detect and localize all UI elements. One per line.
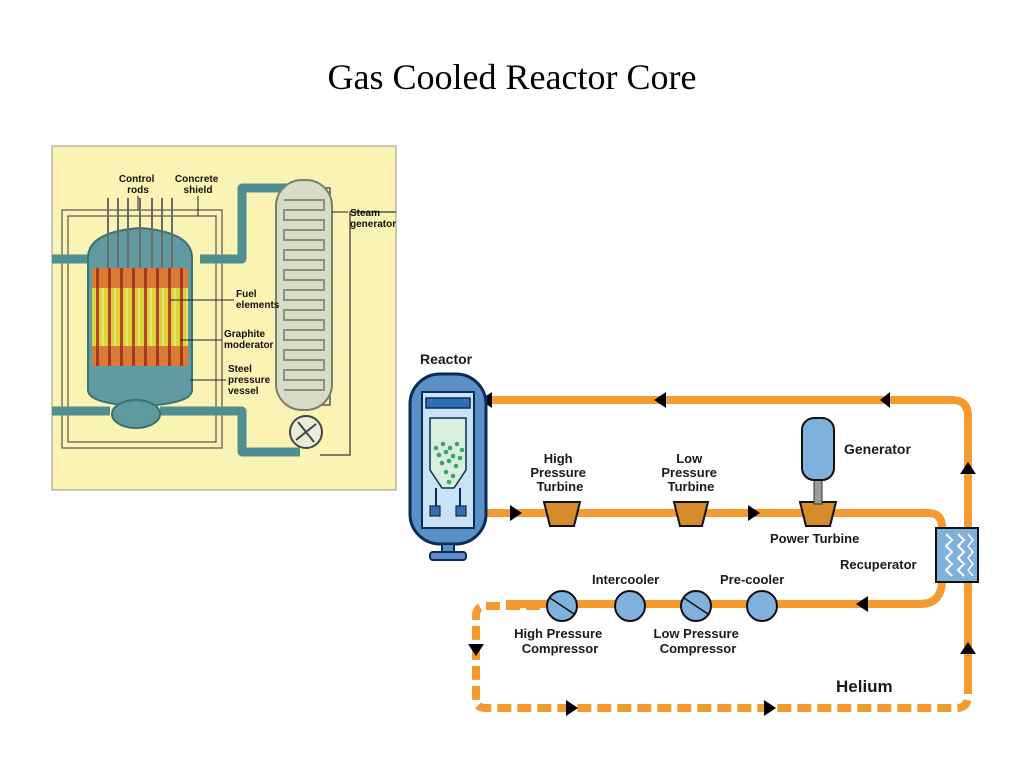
arrow-right-up-lower xyxy=(960,642,976,654)
label-helium: Helium xyxy=(836,677,893,696)
recuperator xyxy=(935,527,979,583)
arrow-lower-left xyxy=(856,596,868,612)
slide-title: Gas Cooled Reactor Core xyxy=(327,57,697,97)
arrow-mid-1 xyxy=(510,505,522,521)
label-intercooler: Intercooler xyxy=(592,572,659,587)
label-precooler: Pre-cooler xyxy=(720,572,784,587)
label-power-turbine: Power Turbine xyxy=(770,531,859,546)
gas-piping xyxy=(52,183,300,457)
cold-return-pipe xyxy=(472,602,972,712)
reactor-vessel xyxy=(408,372,488,561)
core-leader-lines xyxy=(137,196,348,381)
label-lp-turbine: Low Pressure Turbine xyxy=(661,451,720,494)
arrow-mid-2 xyxy=(748,505,760,521)
concrete-shield xyxy=(61,209,223,449)
pressure-vessel xyxy=(87,226,193,429)
label-steam-generator: Steam generator xyxy=(350,208,396,230)
label-control-rods: Control rods xyxy=(119,174,157,196)
pre-cooler xyxy=(746,590,778,622)
steam-generator xyxy=(275,179,333,449)
label-lp-compressor: Low Pressure Compressor xyxy=(654,626,743,656)
arrow-top-right xyxy=(880,392,890,408)
label-graphite-moderator: Graphite moderator xyxy=(224,329,274,351)
high-pressure-turbine xyxy=(542,501,582,527)
low-pressure-compressor xyxy=(680,590,712,622)
arrow-bottom-1 xyxy=(566,700,578,716)
label-steel-pressure-vessel: Steel pressure vessel xyxy=(228,364,273,397)
arrow-right-up-upper xyxy=(960,462,976,474)
power-turbine xyxy=(798,501,838,527)
label-hp-compressor: High Pressure Compressor xyxy=(514,626,606,656)
core-diagram: Control rods Concrete shield Steam gener… xyxy=(51,145,397,491)
label-reactor: Reactor xyxy=(420,351,473,367)
high-pressure-compressor xyxy=(546,590,578,622)
arrow-top-mid xyxy=(654,392,666,408)
label-fuel-elements: Fuel elements xyxy=(236,289,280,311)
label-recuperator: Recuperator xyxy=(840,557,917,572)
arrow-left-down xyxy=(468,644,484,656)
low-pressure-turbine xyxy=(672,501,710,527)
label-hp-turbine: High Pressure Turbine xyxy=(530,451,589,494)
label-generator: Generator xyxy=(844,441,911,457)
helium-cycle: Reactor Generator High Pressure Turbine … xyxy=(408,351,979,716)
intercooler xyxy=(614,590,646,622)
arrow-bottom-2 xyxy=(764,700,776,716)
generator xyxy=(801,417,835,505)
control-rods xyxy=(107,198,173,268)
label-concrete-shield: Concrete shield xyxy=(175,174,221,196)
flow-arrows xyxy=(468,392,976,716)
